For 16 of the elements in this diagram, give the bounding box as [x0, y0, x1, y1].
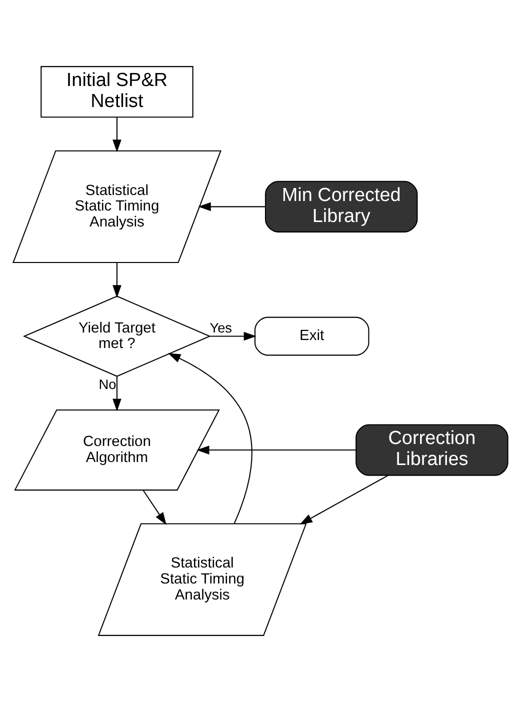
arrow [112, 116, 121, 152]
arrow [196, 445, 356, 454]
node-box: Correction Libraries [355, 424, 508, 476]
arrow [299, 474, 388, 524]
arrow [167, 352, 252, 524]
edge-label: Yes [209, 320, 232, 335]
node-box: Exit [254, 316, 369, 356]
arrow [209, 331, 256, 340]
node-box: Min Corrected Library [264, 180, 418, 232]
node-box: Initial SP&R Netlist [40, 66, 193, 118]
arrow [198, 202, 265, 211]
edge-label: No [98, 376, 116, 392]
node-diamond: Yield Target met ? [22, 295, 210, 376]
arrow [112, 376, 121, 411]
arrow [112, 262, 121, 298]
arrow [142, 490, 166, 525]
